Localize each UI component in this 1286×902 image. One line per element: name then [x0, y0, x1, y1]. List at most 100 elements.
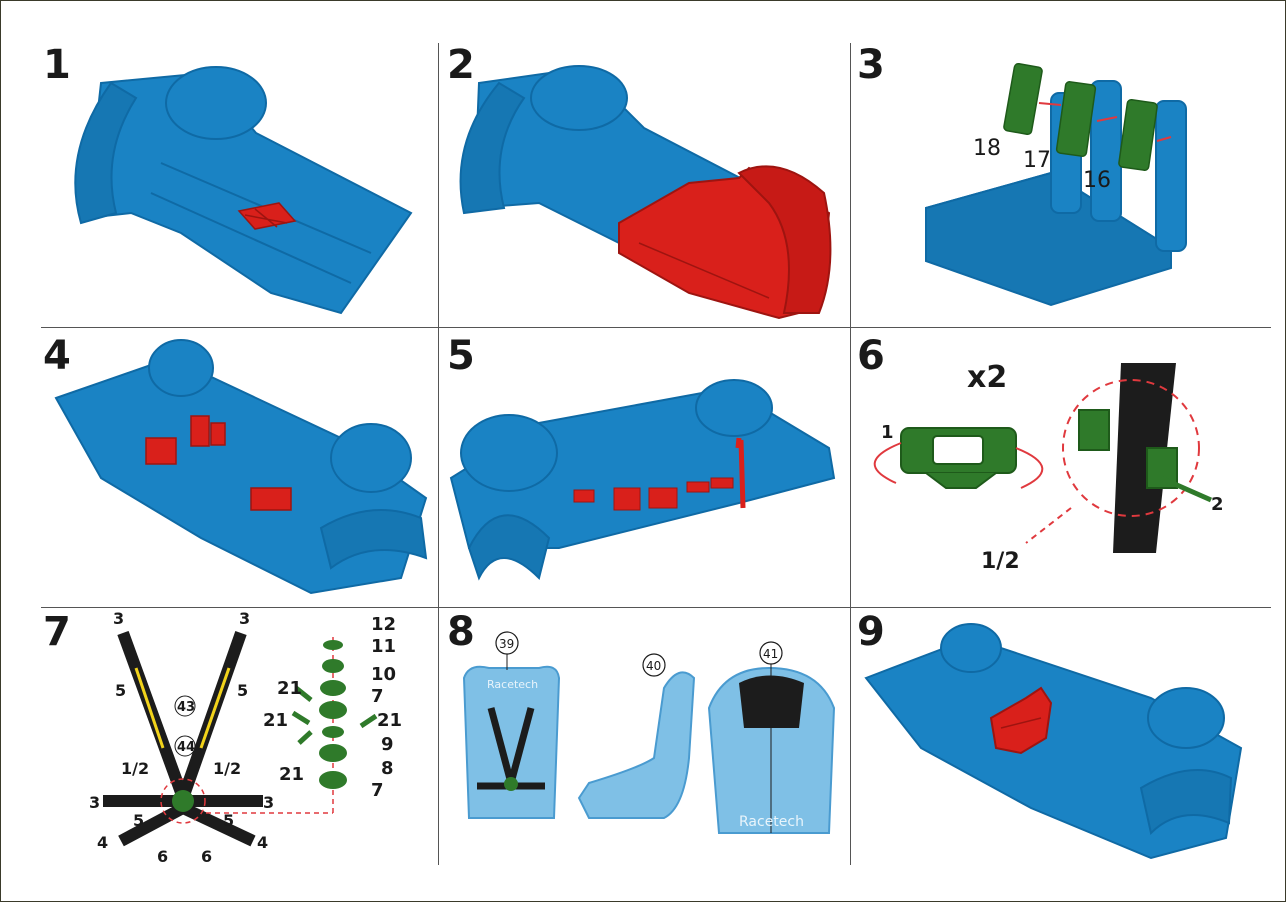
step-number: 5 [447, 333, 475, 379]
part-label: 7 [371, 780, 384, 801]
chassis-illustration [74, 66, 413, 315]
divider-horizontal-2 [41, 607, 1271, 608]
chassis-dome [530, 65, 628, 131]
brand-text-seat-41: Racetech [739, 814, 804, 830]
divider-horizontal-1 [41, 327, 1271, 328]
red-block [250, 487, 292, 511]
seat-label-41: 41 [763, 647, 778, 661]
black-belt-strap [1113, 363, 1176, 553]
step-2-panel: 2 [439, 43, 849, 327]
belt-adjuster-illustration: 1 2 1/2 [873, 363, 1224, 574]
part-label: 21 [277, 678, 302, 699]
step-number: 9 [857, 609, 885, 655]
seat-label-39: 39 [499, 637, 514, 651]
step-number: 8 [447, 609, 475, 655]
part-label: 10 [371, 664, 396, 685]
red-part-c [648, 487, 678, 509]
red-bracket-a [190, 415, 210, 447]
chassis-rear-dome [1147, 687, 1225, 749]
belt-label: 1/2 [213, 759, 241, 778]
red-part-a [573, 489, 595, 503]
red-bracket-b [210, 422, 226, 446]
chassis-with-red-parts-illustration [54, 339, 428, 595]
step-3-panel: 3 18 17 16 [851, 43, 1271, 327]
chassis-dome [165, 66, 267, 140]
part-label-16: 16 [1083, 168, 1111, 193]
divider-vertical-1 [438, 43, 439, 865]
belt-label: 3 [263, 793, 274, 812]
belt-label: 5 [237, 681, 248, 700]
part-label: 21 [279, 764, 304, 785]
red-part-d [686, 481, 710, 493]
part-label: 12 [371, 614, 396, 635]
part-label: 7 [371, 686, 384, 707]
part-label-17: 17 [1023, 148, 1051, 173]
crotch-strap-left [118, 802, 186, 847]
green-pedal-18 [1003, 62, 1043, 136]
chassis-left-dome [460, 414, 558, 492]
detail-circle [1062, 379, 1200, 517]
divider-vertical-2 [850, 43, 851, 865]
pedal-box-illustration: 18 17 16 [925, 62, 1187, 307]
chassis-front-dome [940, 623, 1002, 673]
step-number: 4 [43, 333, 71, 379]
belt-label: 1/2 [121, 759, 149, 778]
part-label-2: 2 [1211, 494, 1224, 515]
seat-front-view [462, 665, 561, 819]
belt-label: 3 [239, 609, 250, 628]
chassis-with-seat-illustration [864, 623, 1243, 860]
buckle [172, 790, 194, 812]
belt-label: 5 [133, 811, 144, 830]
crotch-strap-right [180, 802, 256, 847]
seat-side-view [577, 671, 696, 819]
step-7-panel: 7 3 3 5 5 43 [41, 608, 437, 866]
brand-text-seat-39: Racetech [487, 678, 538, 691]
red-seat [989, 686, 1053, 755]
step-4-panel: 4 [41, 328, 437, 606]
step-6-panel: 6 x2 1 2 1/2 [851, 328, 1271, 606]
part-label-half: 1/2 [981, 549, 1020, 574]
red-part-b [613, 487, 641, 511]
green-pedal-17 [1055, 81, 1097, 157]
red-part-e [710, 477, 734, 489]
part-label: 9 [381, 734, 394, 755]
part-label-1: 1 [881, 422, 894, 443]
part-label: 21 [377, 710, 402, 731]
step-number: 7 [43, 609, 71, 655]
belt-label: 3 [113, 609, 124, 628]
rotate-arrow-right [1015, 447, 1044, 489]
step-9-panel: 9 [851, 608, 1271, 865]
belt-label: 4 [97, 833, 108, 852]
step-5-panel: 5 [439, 328, 849, 606]
harness-illustration: 3 3 5 5 43 44 1/2 1/2 3 3 5 5 4 4 6 6 12… [89, 609, 402, 866]
part-label: 8 [381, 758, 394, 779]
multiplier-label: x2 [967, 360, 1008, 395]
step-number: 1 [43, 42, 71, 88]
belt-label-43: 43 [177, 700, 195, 715]
pedal-post-3 [1155, 100, 1187, 252]
rotate-arrow-left [873, 442, 902, 484]
chassis-with-red-panel-illustration [459, 65, 832, 320]
part-label-18: 18 [973, 136, 1001, 161]
seat-label-40: 40 [646, 659, 661, 673]
belt-label: 6 [157, 847, 168, 866]
chassis-rear-dome [330, 423, 412, 493]
green-pedal-16 [1118, 99, 1158, 171]
belt-label-44: 44 [177, 740, 195, 755]
chassis-right-dome [695, 379, 773, 437]
red-rear-dome [737, 165, 832, 314]
chassis-front-arch [74, 81, 138, 225]
belt-label: 5 [115, 681, 126, 700]
step-number: 2 [447, 42, 475, 88]
step-number: 3 [857, 42, 885, 88]
part-label: 11 [371, 636, 396, 657]
green-clip [1078, 409, 1110, 451]
belt-label: 5 [223, 811, 234, 830]
pedal-post-2 [1090, 80, 1122, 222]
belt-label: 3 [89, 793, 100, 812]
belt-label: 4 [257, 833, 268, 852]
red-seat-mount [145, 437, 177, 465]
step-8-panel: 8 Racetech 39 40 41 Racetech [439, 608, 849, 865]
seats-illustration: Racetech 39 40 41 Racetech [462, 631, 836, 834]
